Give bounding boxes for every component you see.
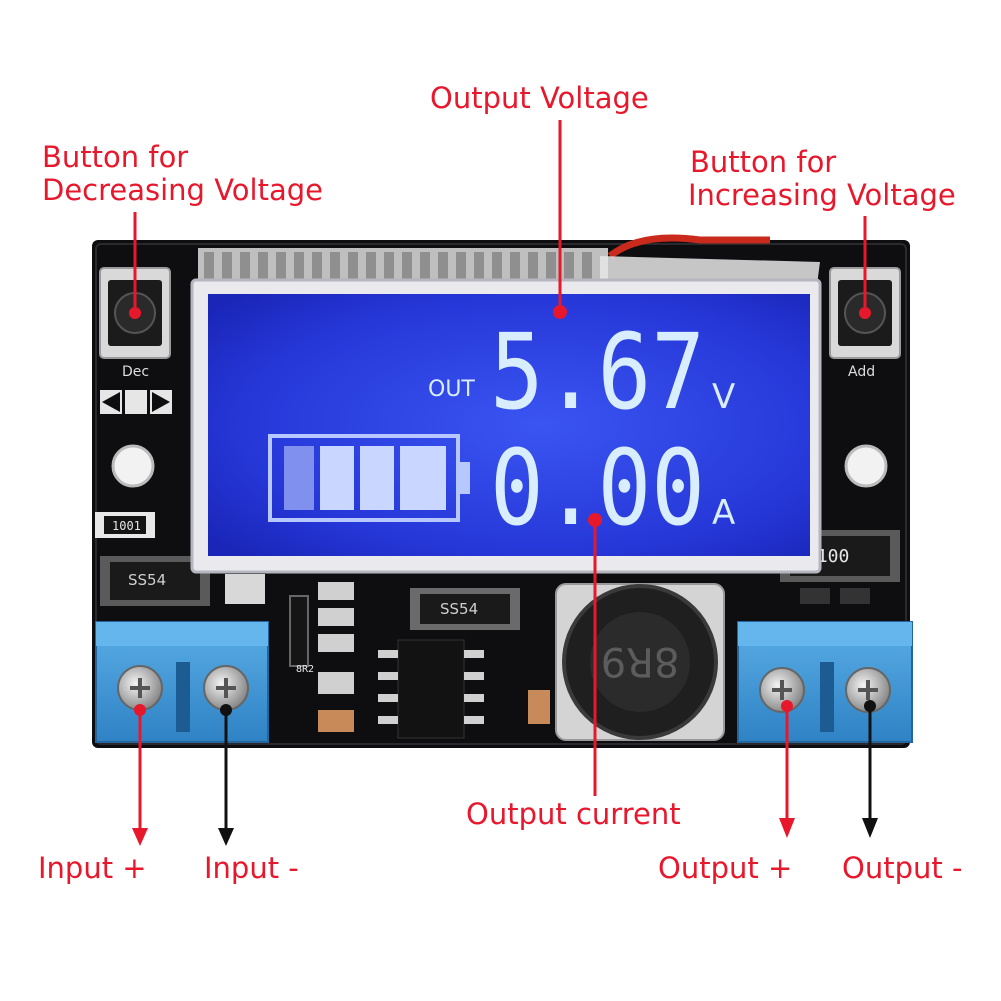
label-output-minus: Output - (842, 851, 963, 885)
lcd-voltage-readout: 5.67 (490, 311, 705, 433)
label-input-plus: Input + (38, 851, 147, 885)
leader-increase-button (859, 216, 871, 319)
add-silkscreen: Add (848, 364, 875, 380)
lcd-out-label: OUT (428, 377, 475, 402)
mounting-hole-left (111, 444, 155, 488)
lcd-battery-icon (268, 434, 470, 522)
label-output-voltage: Output Voltage (430, 81, 649, 115)
inductor-marking: 8R9 (601, 638, 680, 684)
ss54-left-silkscreen: SS54 (128, 571, 166, 589)
label-button-decrease-line1: Button for (42, 140, 189, 174)
lcd-voltage-unit: V (712, 377, 735, 417)
arrow-input-plus (132, 704, 148, 846)
lcd-current-unit: A (712, 493, 735, 533)
ss54-mid-silkscreen: SS54 (440, 600, 478, 618)
lcd-screen (208, 294, 810, 556)
inductor (555, 583, 725, 741)
input-minus-screw[interactable] (203, 665, 249, 711)
label-input-minus: Input - (204, 851, 299, 885)
leader-output-voltage (553, 120, 567, 319)
leader-decrease-button (129, 212, 141, 319)
output-plus-screw[interactable] (759, 667, 805, 713)
arrow-output-minus (862, 700, 878, 838)
mounting-hole-right (844, 444, 888, 488)
label-output-plus: Output + (658, 851, 793, 885)
dec-marking (100, 390, 172, 414)
r8r2-silkscreen: 8R2 (296, 664, 314, 675)
arrow-input-minus (218, 704, 234, 846)
arrow-output-plus (779, 700, 795, 838)
label-output-current: Output current (466, 797, 681, 831)
label-button-decrease-line2: Decreasing Voltage (42, 173, 323, 207)
leader-output-current (588, 513, 602, 796)
input-plus-screw[interactable] (117, 665, 163, 711)
lcd-current-readout: 0.00 (490, 427, 705, 549)
label-button-increase-line1: Button for (690, 145, 837, 179)
r1001-silkscreen: 1001 (112, 519, 141, 533)
dec-silkscreen: Dec (122, 364, 149, 380)
label-button-increase-line2: Increasing Voltage (688, 178, 956, 212)
output-minus-screw[interactable] (845, 667, 891, 713)
